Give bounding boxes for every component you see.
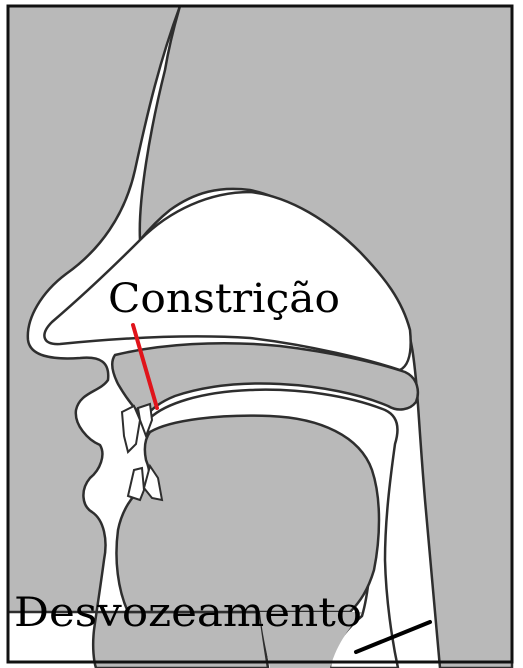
devoicing-label: Desvozeamento [14,590,362,636]
upper-teeth [122,406,140,452]
constriction-label: Constrição [108,276,340,322]
tongue [116,416,379,612]
lower-teeth [128,468,144,500]
